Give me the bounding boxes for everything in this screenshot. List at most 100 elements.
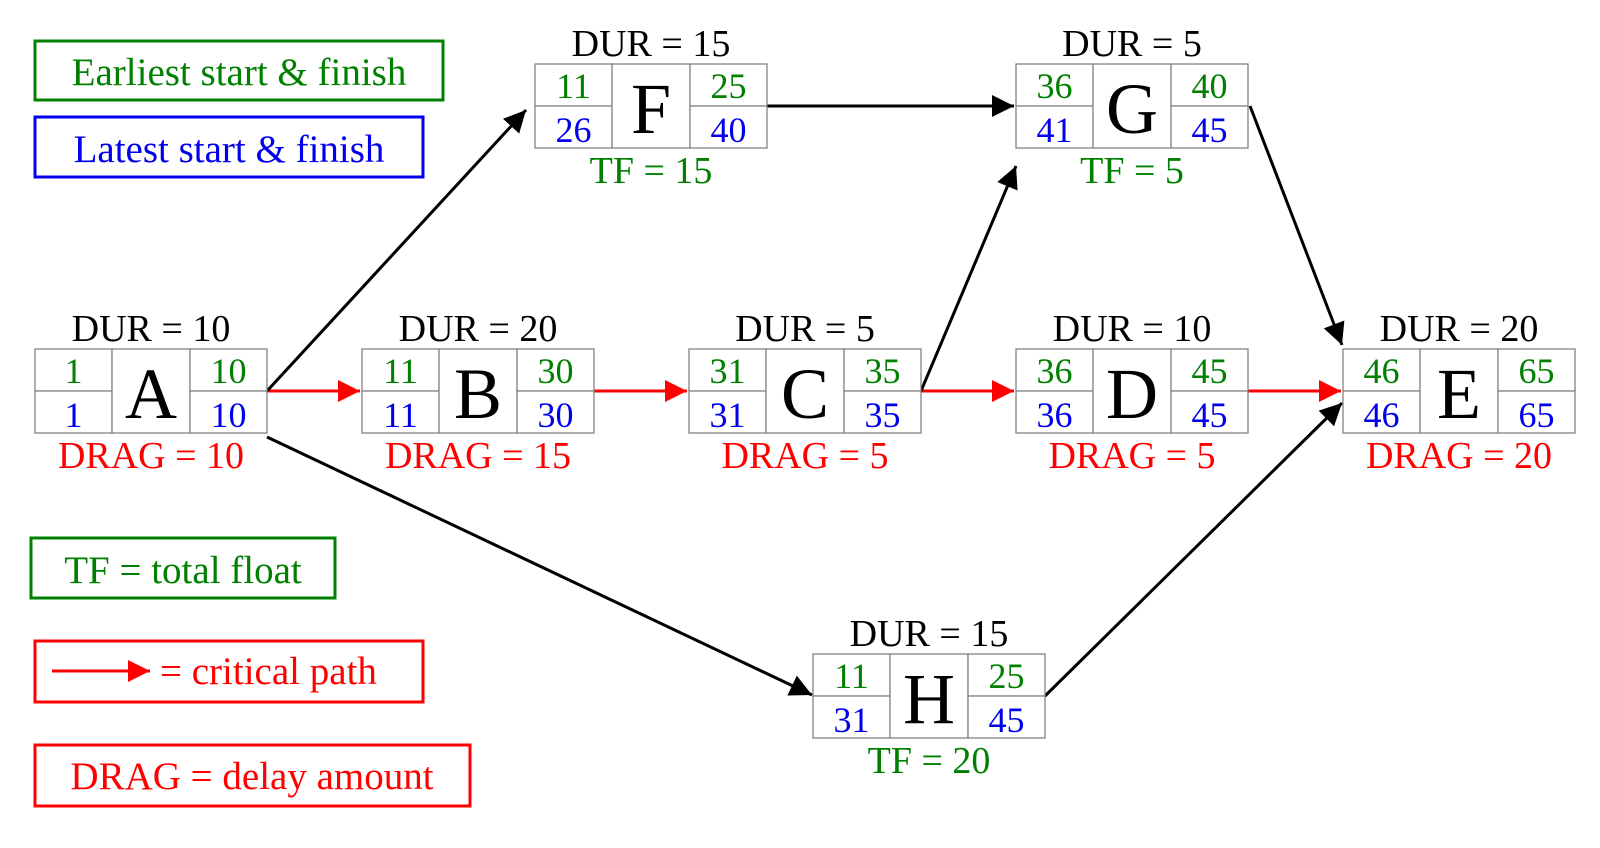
edge-a-h [266, 435, 813, 697]
node-g-lf: 45 [1192, 110, 1228, 150]
node-f-lf-cell [689, 105, 768, 149]
node-a-ef: 10 [211, 351, 247, 391]
node-b-note: DRAG = 15 [385, 435, 571, 477]
node-h-ls-cell [812, 695, 891, 739]
node-e-ef-cell [1497, 348, 1576, 392]
node-e-note: DRAG = 20 [1366, 435, 1552, 477]
node-e-label: E [1437, 354, 1481, 434]
node-f-label: F [631, 69, 671, 149]
node-h-label-cell [889, 653, 969, 739]
node-h-ef: 25 [989, 656, 1025, 696]
legend-critical-path-text: = critical path [160, 650, 377, 693]
node-d-duration: DUR = 10 [1053, 308, 1212, 350]
node-g-ef-cell [1170, 63, 1249, 107]
node-a-es: 1 [65, 351, 83, 391]
node-d-es: 36 [1037, 351, 1073, 391]
node-f-label-cell [611, 63, 691, 149]
node-f-lf: 40 [711, 110, 747, 150]
node-b-ef: 30 [538, 351, 574, 391]
node-f-es-cell [534, 63, 613, 107]
node-f-ls-cell [534, 105, 613, 149]
node-g-ls-cell [1015, 105, 1094, 149]
node-e-lf-cell [1497, 390, 1576, 434]
edge-a-f [265, 108, 528, 393]
node-a-ls-cell [34, 390, 113, 434]
node-c-lf-cell [843, 390, 922, 434]
node-d-ef: 45 [1192, 351, 1228, 391]
node-d-lf-cell [1170, 390, 1249, 434]
node-b-label-cell [438, 348, 518, 434]
node-g-label: G [1106, 69, 1158, 149]
node-b-duration: DUR = 20 [399, 308, 558, 350]
node-c-duration: DUR = 5 [735, 308, 875, 350]
node-d-label: D [1106, 354, 1158, 434]
node-b-lf-cell [516, 390, 595, 434]
node-d-label-cell [1092, 348, 1172, 434]
node-e-ls: 46 [1364, 395, 1400, 435]
edges [265, 95, 1345, 698]
node-f-ef-cell [689, 63, 768, 107]
node-g-note: TF = 5 [1080, 150, 1184, 192]
legend-earliest: Earliest start & finish [33, 39, 445, 102]
legend-earliest-box [33, 39, 445, 102]
node-a-lf-cell [189, 390, 268, 434]
node-h-label: H [903, 659, 955, 739]
legend-latest-box [33, 115, 425, 179]
node-g-duration: DUR = 5 [1062, 23, 1202, 65]
legend-earliest-text: Earliest start & finish [72, 51, 407, 94]
node-e-es-cell [1342, 348, 1421, 392]
node-f-ef: 25 [711, 66, 747, 106]
legend-total-float-text: TF = total float [64, 549, 302, 592]
legend-critical-path-box [33, 639, 425, 704]
node-e-ls-cell [1342, 390, 1421, 434]
node-g-ls: 41 [1037, 110, 1073, 150]
node-b-ef-cell [516, 348, 595, 392]
node-d-ls: 36 [1037, 395, 1073, 435]
node-c-es: 31 [710, 351, 746, 391]
node-d-note: DRAG = 5 [1048, 435, 1215, 477]
legend-latest-text: Latest start & finish [74, 128, 385, 171]
node-c-label: C [781, 354, 829, 434]
node-d-lf: 45 [1192, 395, 1228, 435]
node-e-es: 46 [1364, 351, 1400, 391]
legend-latest: Latest start & finish [33, 115, 425, 179]
legend-total-float: TF = total float [29, 536, 337, 600]
node-b-ls: 11 [383, 395, 418, 435]
node-f-es: 11 [556, 66, 591, 106]
node-h-duration: DUR = 15 [850, 613, 1009, 655]
node-c-es-cell [688, 348, 767, 392]
node-b-lf: 30 [538, 395, 574, 435]
edge-h-e [1043, 401, 1344, 698]
node-c-lf: 35 [865, 395, 901, 435]
node-c-ef: 35 [865, 351, 901, 391]
node-c-label-cell [765, 348, 845, 434]
node-a-label: A [125, 354, 177, 434]
node-c-ls-cell [688, 390, 767, 434]
node-h-ef-cell [967, 653, 1046, 697]
node-a-note: DRAG = 10 [58, 435, 244, 477]
node-c-ef-cell [843, 348, 922, 392]
node-f-duration: DUR = 15 [572, 23, 731, 65]
node-a-duration: DUR = 10 [72, 308, 231, 350]
edge-c-g [919, 165, 1018, 392]
node-g-es: 36 [1037, 66, 1073, 106]
node-e-label-cell [1419, 348, 1499, 434]
node-a-ls: 1 [65, 395, 83, 435]
legend-drag-text: DRAG = delay amount [70, 755, 433, 798]
node-h-note: TF = 20 [868, 740, 991, 782]
node-h-lf: 45 [989, 700, 1025, 740]
node-b-label: B [454, 354, 502, 434]
node-f-ls: 26 [556, 110, 592, 150]
node-e-duration: DUR = 20 [1380, 308, 1539, 350]
node-d-ls-cell [1015, 390, 1094, 434]
node-a-lf: 10 [211, 395, 247, 435]
